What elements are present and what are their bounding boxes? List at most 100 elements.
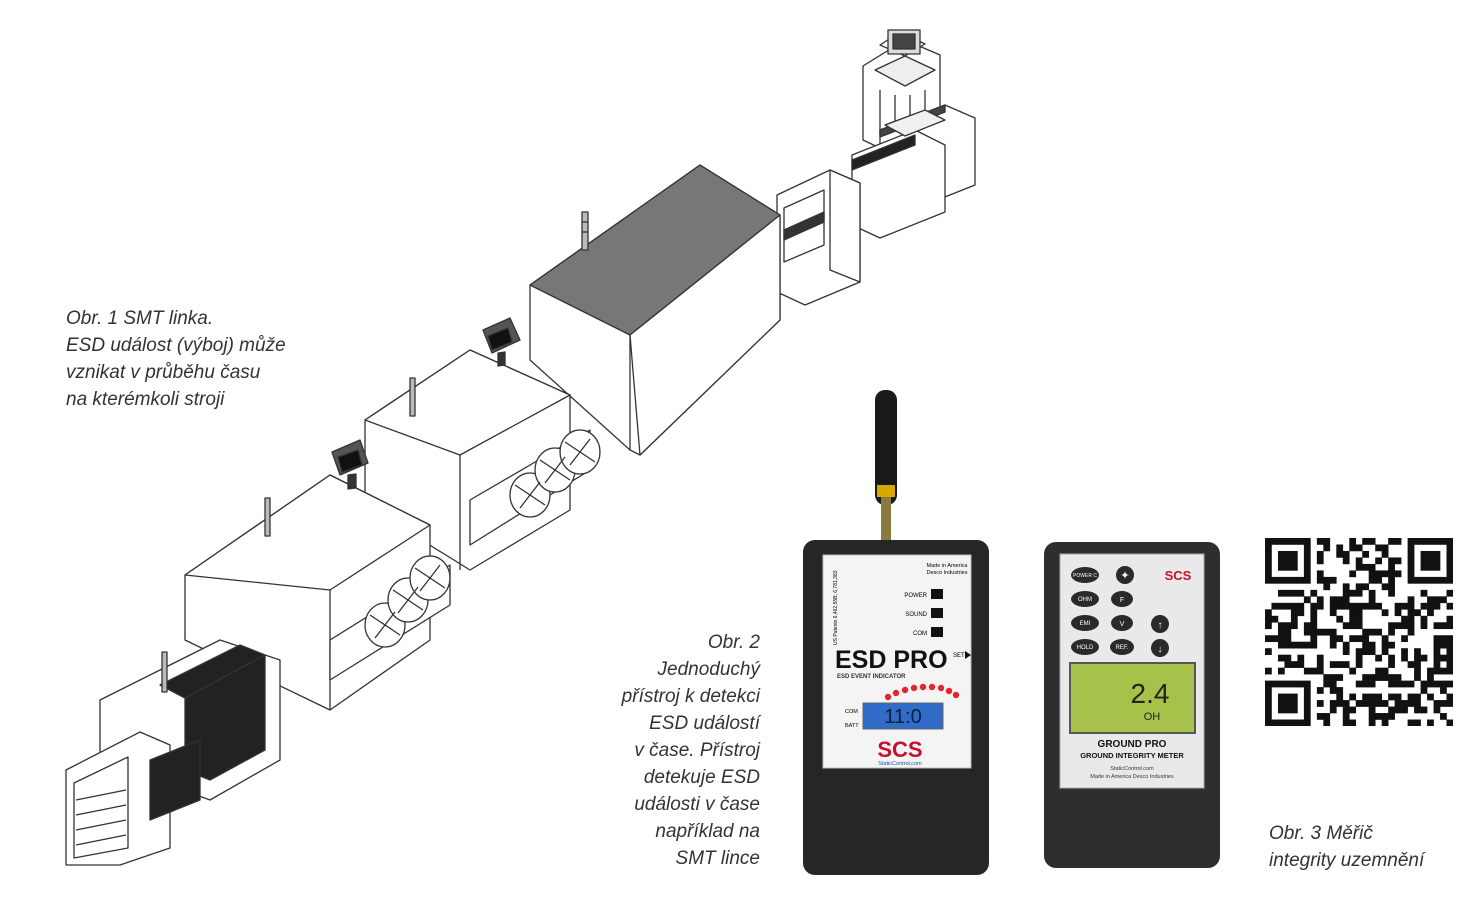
qr-module [1388, 628, 1395, 636]
qr-module [1394, 622, 1402, 630]
qr-module [1303, 680, 1311, 688]
qr-module [1277, 550, 1285, 558]
v-key[interactable] [1111, 615, 1133, 631]
qr-module [1297, 719, 1305, 726]
qr-module [1277, 706, 1285, 714]
qr-module [1401, 700, 1408, 707]
qr-module [1271, 538, 1279, 545]
qr-module [1407, 538, 1415, 545]
qr-module [1349, 635, 1357, 643]
qr-module [1381, 641, 1389, 649]
qr-module [1414, 674, 1421, 681]
qr-module [1407, 596, 1415, 604]
qr-module [1265, 550, 1272, 558]
qr-module [1368, 628, 1376, 636]
qr-module [1355, 544, 1363, 552]
qr-module [1375, 713, 1382, 720]
qr-module [1290, 693, 1298, 701]
qr-module [1323, 680, 1331, 688]
qr-module [1329, 687, 1337, 694]
qr-module [1440, 538, 1447, 545]
up-key[interactable] [1151, 615, 1169, 633]
conveyor-module [851, 104, 976, 239]
qr-module [1329, 706, 1337, 714]
qr-module [1290, 563, 1298, 571]
qr-module [1316, 538, 1324, 545]
qr-module [1271, 602, 1279, 610]
power-key[interactable] [1071, 567, 1099, 583]
ref-key[interactable] [1110, 639, 1134, 655]
qr-module [1446, 550, 1453, 558]
qr-module [1440, 596, 1447, 604]
qr-module [1446, 680, 1453, 688]
qr-module [1381, 713, 1389, 720]
qr-module [1440, 622, 1447, 630]
made-in-label: Made in America Desco Industries [1090, 774, 1174, 780]
qr-module [1336, 615, 1344, 623]
qr-module [1271, 576, 1279, 584]
qr-module [1388, 622, 1395, 630]
qr-module [1290, 700, 1298, 707]
qr-module [1362, 563, 1370, 571]
qr-module [1265, 609, 1272, 617]
qr-module [1310, 615, 1318, 623]
qr-module [1407, 550, 1415, 558]
qr-module [1414, 609, 1421, 617]
qr-module [1303, 570, 1311, 578]
qr-module [1407, 557, 1415, 565]
qr-module [1362, 583, 1370, 591]
qr-module [1316, 661, 1324, 668]
qr-module [1336, 693, 1344, 701]
qr-module [1277, 589, 1285, 597]
qr-module [1388, 557, 1395, 565]
qr-module [1265, 570, 1272, 578]
ohm-key[interactable] [1071, 591, 1099, 607]
qr-module [1316, 570, 1324, 578]
qr-module [1368, 576, 1376, 584]
qr-module [1368, 706, 1376, 714]
qr-module [1375, 674, 1382, 681]
qr-module [1427, 674, 1434, 681]
qr-module [1277, 602, 1285, 610]
qr-module [1407, 719, 1415, 726]
qr-module [1414, 667, 1421, 675]
qr-module [1401, 635, 1408, 643]
qr-module [1329, 661, 1337, 668]
qr-module [1388, 661, 1395, 668]
qr-module [1303, 687, 1311, 694]
brand-logo: SCS [1165, 568, 1192, 583]
qr-module [1433, 596, 1441, 604]
qr-module [1394, 557, 1402, 565]
down-key[interactable] [1151, 639, 1169, 657]
figure-1-caption: Obr. 1 SMT linka. ESD událost (výboj) mů… [66, 305, 286, 413]
emi-key[interactable] [1071, 615, 1099, 631]
indicator-label: SOUND [905, 612, 927, 618]
qr-module [1323, 719, 1331, 726]
qr-module [1303, 693, 1311, 701]
qr-module [1297, 602, 1305, 610]
qr-module [1310, 628, 1318, 636]
qr-module [1433, 538, 1441, 545]
qr-module [1290, 602, 1298, 610]
qr-module [1420, 622, 1428, 630]
indicator-panel: POWER SOUND COM [904, 589, 943, 637]
qr-module [1284, 550, 1292, 558]
caption-line: ESD událost (výboj) může [66, 335, 286, 356]
qr-module [1433, 635, 1441, 643]
qr-module [1427, 557, 1434, 565]
qr-module [1388, 641, 1395, 649]
qr-module [1446, 615, 1453, 623]
qr-module [1420, 602, 1428, 610]
qr-module [1290, 719, 1298, 726]
key-label: OHM [1078, 597, 1092, 603]
f-key[interactable] [1111, 591, 1133, 607]
hold-key[interactable] [1071, 639, 1099, 655]
qr-module [1388, 583, 1395, 591]
qr-module [1303, 557, 1311, 565]
qr-module [1368, 700, 1376, 707]
qr-module [1440, 700, 1447, 707]
backlight-key[interactable] [1116, 566, 1134, 584]
qr-module [1284, 654, 1292, 662]
qr-module [1265, 615, 1272, 623]
qr-module [1433, 680, 1441, 688]
